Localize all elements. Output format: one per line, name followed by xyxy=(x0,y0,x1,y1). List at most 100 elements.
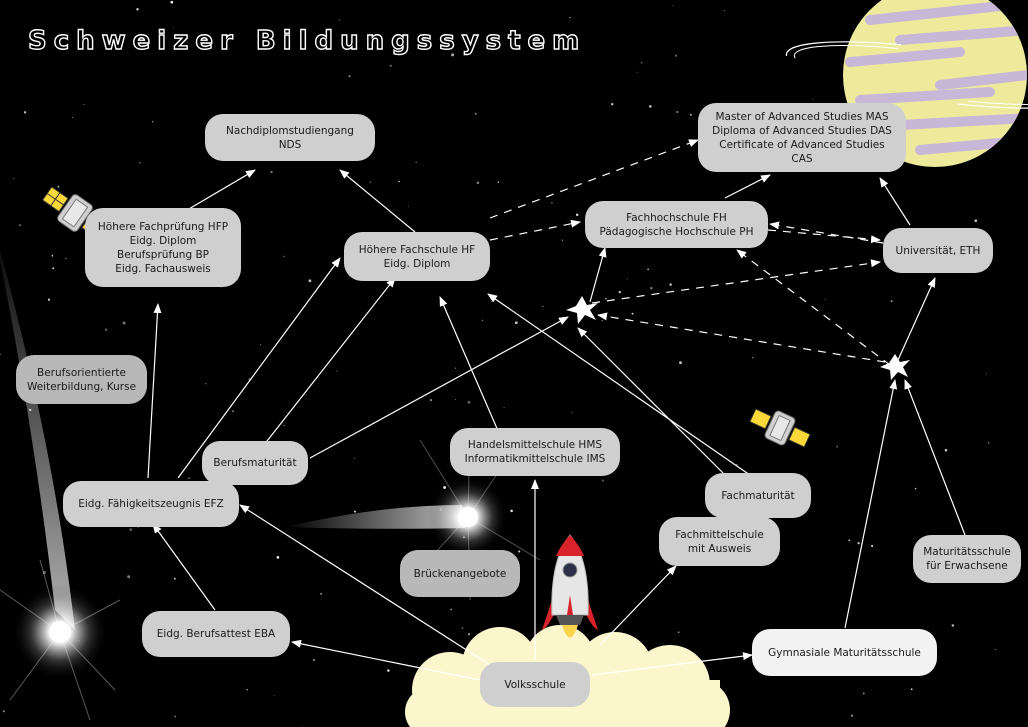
star xyxy=(283,255,285,258)
star xyxy=(985,373,987,375)
node-hf[interactable]: Höhere Fachschule HF Eidg. Diplom xyxy=(344,232,490,281)
star xyxy=(518,550,521,553)
star xyxy=(389,64,392,67)
star xyxy=(136,8,139,11)
star xyxy=(542,305,544,308)
node-berufsmaturitaet[interactable]: Berufsmaturität xyxy=(202,441,308,485)
star xyxy=(354,457,356,459)
star xyxy=(312,658,316,661)
star xyxy=(951,624,955,627)
star xyxy=(451,53,455,57)
star xyxy=(283,425,285,427)
node-fh[interactable]: Fachhochschule FH Pädagogische Hochschul… xyxy=(585,201,768,248)
star xyxy=(467,400,471,404)
star xyxy=(678,631,680,633)
star xyxy=(918,412,920,414)
node-fachmaturitaet[interactable]: Fachmaturität xyxy=(705,473,811,518)
star xyxy=(57,185,60,188)
star xyxy=(174,715,177,718)
star xyxy=(561,239,563,241)
node-uni[interactable]: Universität, ETH xyxy=(883,228,993,273)
star xyxy=(571,411,573,413)
star xyxy=(476,181,480,184)
star xyxy=(510,509,513,513)
star xyxy=(173,577,176,580)
star xyxy=(138,161,141,164)
star xyxy=(862,692,865,695)
page-title: Schweizer Bildungssystem xyxy=(27,25,587,56)
star xyxy=(179,34,183,38)
star xyxy=(2,710,5,713)
star xyxy=(170,0,174,4)
node-maturitaetsschule-erwachsene[interactable]: Maturitätsschule für Erwachsene xyxy=(913,535,1021,583)
star xyxy=(676,110,679,114)
star xyxy=(450,608,452,611)
star xyxy=(0,353,1,356)
star xyxy=(387,669,390,672)
star xyxy=(127,575,130,579)
star xyxy=(824,299,826,301)
star xyxy=(850,714,854,717)
rocket-icon xyxy=(542,534,598,638)
star xyxy=(631,312,634,315)
star xyxy=(270,170,273,174)
star xyxy=(302,725,304,727)
star xyxy=(994,648,996,651)
star xyxy=(455,399,456,400)
node-efz[interactable]: Eidg. Fähigkeitszeugnis EFZ xyxy=(63,481,239,527)
star xyxy=(276,556,280,559)
node-hms[interactable]: Handelsmittelschule HMS Informatikmittel… xyxy=(450,428,620,476)
star xyxy=(944,448,948,452)
star xyxy=(890,300,893,302)
star xyxy=(51,255,54,257)
node-weiterbildung[interactable]: Berufsorientierte Weiterbildung, Kurse xyxy=(16,355,147,404)
star xyxy=(18,224,21,227)
star xyxy=(974,219,978,223)
star xyxy=(669,283,672,286)
star xyxy=(52,267,55,270)
star xyxy=(172,26,174,28)
star xyxy=(605,297,607,300)
star xyxy=(481,319,484,322)
node-hfp[interactable]: Höhere Fachprüfung HFP Eidg. Diplom Beru… xyxy=(85,208,241,287)
star xyxy=(848,539,851,542)
node-volksschule[interactable]: Volksschule xyxy=(480,662,590,707)
star xyxy=(871,544,874,548)
star xyxy=(65,257,67,260)
star xyxy=(626,278,628,280)
star xyxy=(503,407,505,409)
star xyxy=(398,180,400,183)
star xyxy=(736,464,738,466)
star xyxy=(640,61,643,64)
star xyxy=(618,290,622,294)
star xyxy=(83,104,85,106)
star xyxy=(467,633,471,636)
star xyxy=(551,202,553,204)
node-nds[interactable]: Nachdiplomstudiengang NDS xyxy=(205,114,375,161)
star xyxy=(857,542,860,545)
node-eba[interactable]: Eidg. Berufsattest EBA xyxy=(142,611,290,657)
star xyxy=(455,367,457,369)
node-mas[interactable]: Master of Advanced Studies MAS Diploma o… xyxy=(698,103,906,172)
star xyxy=(415,161,418,164)
star xyxy=(910,688,913,691)
star xyxy=(514,321,518,325)
star xyxy=(914,487,917,490)
star xyxy=(507,37,509,39)
node-gymnasium[interactable]: Gymnasiale Maturitätsschule xyxy=(752,629,937,676)
star xyxy=(339,19,341,21)
connectors xyxy=(147,139,966,681)
star xyxy=(497,181,500,184)
star xyxy=(474,112,477,115)
star xyxy=(679,361,682,365)
node-brueckenangebote[interactable]: Brückenangebote xyxy=(400,550,520,597)
comet xyxy=(0,250,121,721)
star xyxy=(336,370,338,372)
star xyxy=(188,477,190,479)
star xyxy=(636,71,638,73)
star xyxy=(429,398,433,402)
star xyxy=(601,479,604,482)
star xyxy=(104,328,108,331)
node-fms[interactable]: Fachmittelschule mit Ausweis xyxy=(659,517,780,566)
star xyxy=(151,121,154,123)
